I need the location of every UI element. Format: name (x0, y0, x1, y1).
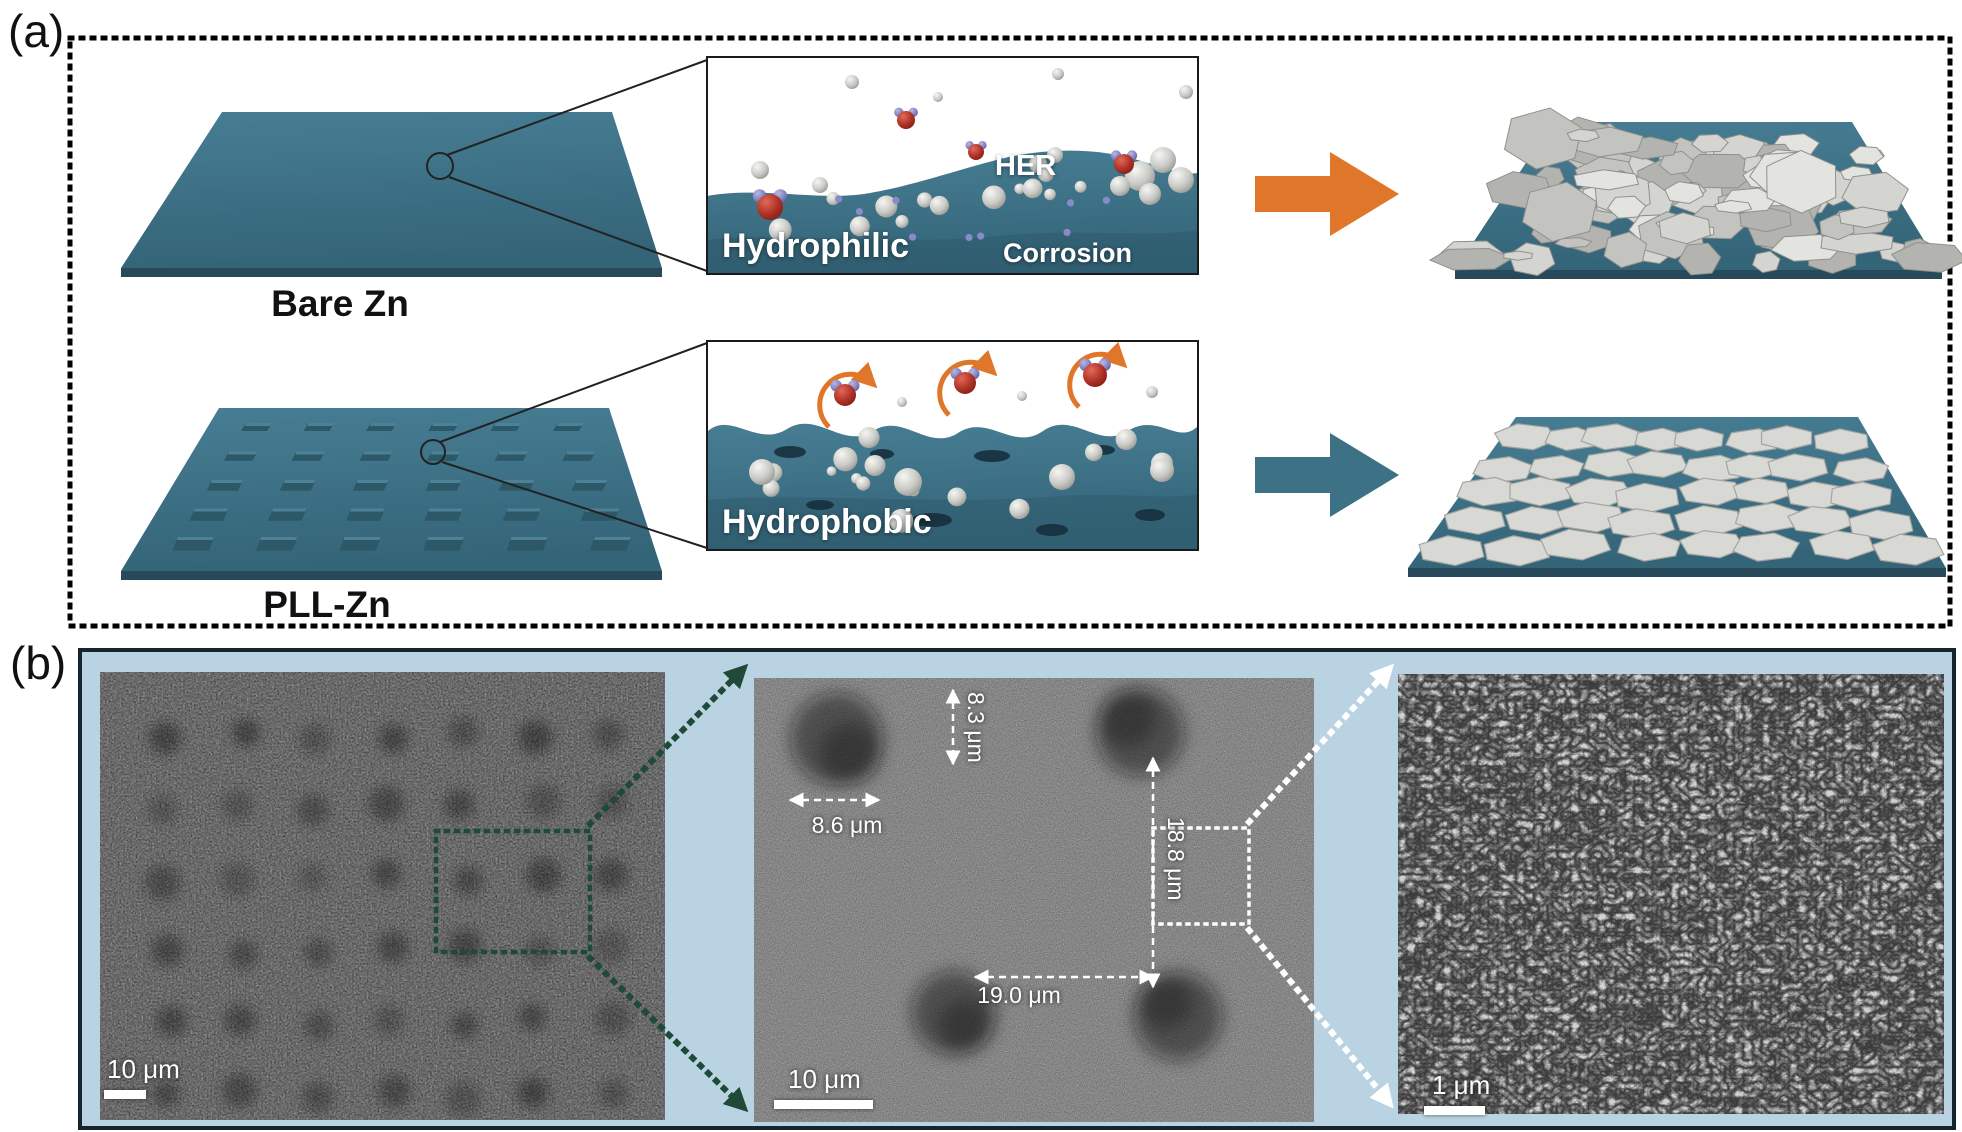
hydrophobic-inset (706, 340, 1199, 551)
scalebar-overview-bar (104, 1090, 146, 1099)
pll-zn-label: PLL-Zn (263, 584, 391, 625)
pll-zn-sheet (121, 408, 662, 580)
bare-zn-sheet (121, 112, 662, 277)
panel-a-dotted-border (67, 35, 1953, 629)
hydrophilic-inset (706, 56, 1199, 275)
orange-process-arrow (1255, 152, 1399, 236)
scalebar-overview: 10 μm (104, 1054, 180, 1099)
hexagonal-plates (1418, 423, 1945, 567)
panel-b-tag: (b) (10, 637, 67, 689)
embedded-spheres (749, 386, 1174, 533)
scalebar-detail: 10 μm (774, 1064, 873, 1109)
surface-pits (774, 445, 1165, 536)
scalebar-closeup-label: 1 μm (1432, 1070, 1491, 1100)
dendrite-flakes (1428, 107, 1962, 277)
water-molecules (752, 107, 1138, 220)
sem-detail-texture (754, 678, 1314, 1122)
sem-overview-texture (100, 672, 665, 1120)
panel-a-tag: (a) (8, 5, 65, 57)
pll-pattern-pads (172, 423, 632, 551)
sem-closeup-texture (1398, 674, 1944, 1114)
corroded-plate (1428, 107, 1962, 279)
dim-pitch-horizontal-label: 19.0 μm (977, 982, 1061, 1008)
panel-b: 8.3 μm 8.6 μm 18.8 μm 19.0 μm 10 μm 10 μ… (78, 648, 1956, 1130)
uniform-plate (1408, 417, 1946, 577)
sem-closeup-image (1398, 674, 1944, 1114)
pll-pads-dark-blobs (791, 688, 1222, 1060)
scalebar-overview-label: 10 μm (107, 1054, 180, 1084)
her-label: HER (995, 150, 1057, 182)
scalebar-closeup-bar (1424, 1106, 1485, 1115)
dim-pad-width-label: 8.6 μm (811, 812, 883, 838)
repelled-water-molecules (830, 358, 1111, 406)
sem-overview-image (100, 672, 665, 1120)
dim-pad-height-label: 8.3 μm (963, 692, 989, 763)
zoom-marker-bare (426, 59, 708, 272)
zoom-marker-pll (420, 342, 708, 549)
hydrophilic-label: Hydrophilic (722, 227, 910, 265)
corrosion-label: Corrosion (1003, 238, 1133, 268)
scalebar-closeup: 1 μm (1424, 1070, 1490, 1115)
teal-process-arrow (1255, 433, 1399, 517)
hydrophobic-label: Hydrophobic (722, 503, 932, 541)
dim-pitch-vertical-label: 18.8 μm (1163, 817, 1189, 901)
scalebar-detail-bar (774, 1100, 873, 1109)
zinc-spheres (751, 68, 1194, 242)
bounce-arrows (817, 341, 1128, 429)
sem-detail-image (754, 678, 1314, 1122)
scalebar-detail-label: 10 μm (788, 1064, 861, 1094)
bare-zn-label: Bare Zn (271, 283, 409, 324)
